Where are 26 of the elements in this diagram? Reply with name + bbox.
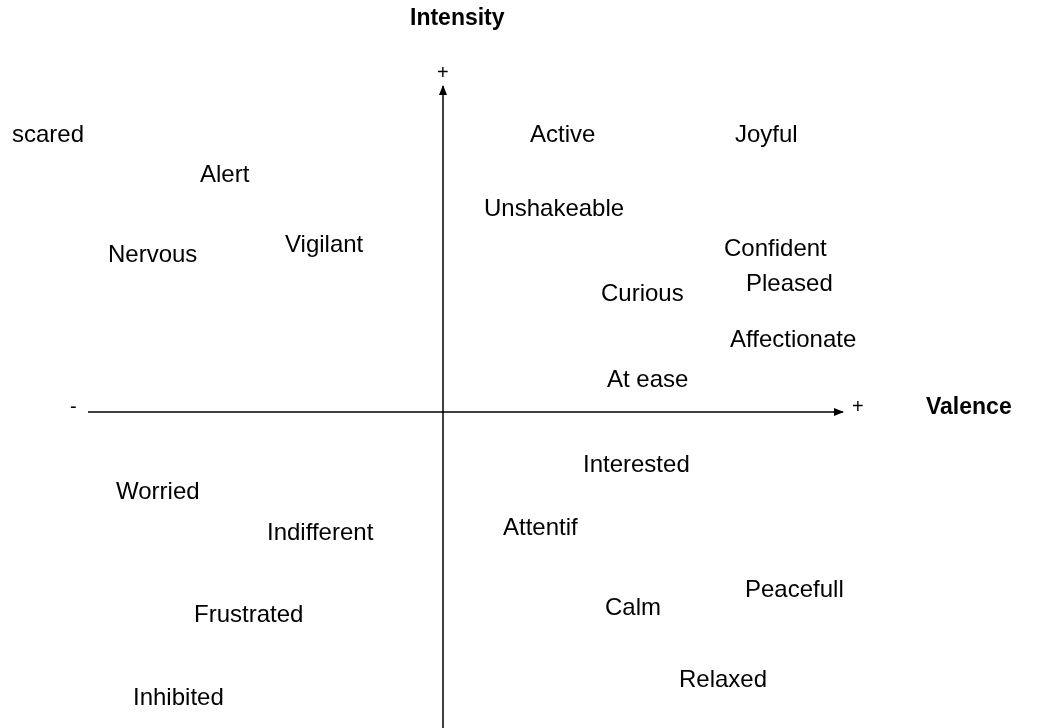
- emotion-label: Vigilant: [285, 232, 364, 256]
- emotion-label: Affectionate: [730, 327, 857, 351]
- emotion-label: Indifferent: [267, 520, 374, 544]
- emotion-label: Active: [530, 122, 596, 146]
- emotion-label: Relaxed: [679, 667, 768, 691]
- emotion-label: Nervous: [108, 242, 198, 266]
- emotion-label: Calm: [605, 595, 661, 619]
- emotion-label: Peacefull: [745, 577, 844, 601]
- emotion-label: scared: [12, 122, 85, 146]
- axis-sign: -: [70, 396, 77, 416]
- emotion-label: Alert: [200, 162, 250, 186]
- emotion-label: Unshakeable: [484, 196, 625, 220]
- emotion-label: Attentif: [503, 515, 578, 539]
- emotion-label: Confident: [724, 236, 827, 260]
- emotion-label: Joyful: [735, 122, 798, 146]
- emotion-label: At ease: [607, 367, 689, 391]
- axis-title: Valence: [926, 395, 1012, 418]
- emotion-label: Worried: [116, 479, 200, 503]
- emotion-label: Inhibited: [133, 685, 224, 709]
- axis-title: Intensity: [410, 6, 505, 29]
- emotion-label: Interested: [583, 452, 690, 476]
- emotion-label: Frustrated: [194, 602, 304, 626]
- emotion-label: Pleased: [746, 271, 833, 295]
- emotion-label: Curious: [601, 281, 684, 305]
- axis-sign: +: [437, 62, 449, 82]
- axis-sign: +: [852, 396, 864, 416]
